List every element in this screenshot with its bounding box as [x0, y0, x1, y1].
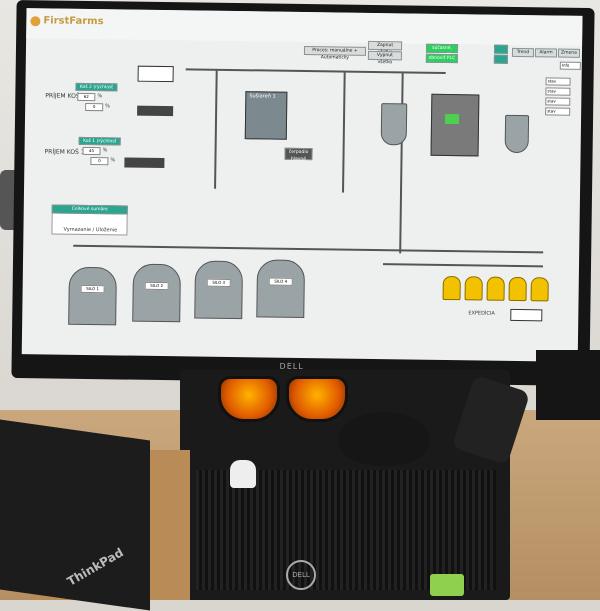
- pipe-vertical-1: [214, 70, 218, 189]
- intake-2-actual-unit: %: [105, 103, 110, 110]
- silo-1-tag: SILO 1: [80, 284, 105, 294]
- yellow-silo-3[interactable]: [486, 276, 505, 301]
- computer-mouse: [338, 412, 430, 466]
- pipe-vertical-3: [399, 73, 404, 254]
- cyclone-left: [380, 103, 408, 146]
- teal-indicator-1: [493, 44, 509, 54]
- info-box-footer[interactable]: Vymazanie / Uloženie: [63, 226, 118, 234]
- intake-1-label: PRÍJEM KOŠ 1: [44, 148, 85, 156]
- brand-name: FirstFarms: [43, 15, 104, 28]
- pipe-top: [185, 68, 446, 74]
- intake-1-actual: 0: [90, 157, 109, 166]
- pipe-mid: [73, 244, 544, 254]
- scada-screen: FirstFarms Proces: manuálne + Automatick…: [21, 8, 583, 362]
- hopper-1: [124, 147, 165, 169]
- alarm-button[interactable]: Alarm: [534, 48, 558, 58]
- grain-silo-4[interactable]: [256, 259, 306, 319]
- intake-1-speed[interactable]: 45: [82, 146, 101, 156]
- right-select-2[interactable]: stav: [545, 87, 571, 96]
- expedition-label: EXPEDÍCIA: [468, 310, 495, 317]
- mode-button[interactable]: Proces: manuálne + Automaticky: [303, 46, 367, 61]
- right-select-3[interactable]: stav: [545, 97, 571, 106]
- intake-1-actual-unit: %: [110, 157, 116, 164]
- intake-2-speed[interactable]: 62: [77, 92, 96, 102]
- header-bar: [26, 8, 583, 46]
- brand-logo: [30, 16, 41, 27]
- hopper-2: [137, 93, 174, 117]
- yellow-silo-1[interactable]: [442, 275, 461, 301]
- silo-3-tag: SILO 3: [206, 278, 231, 287]
- silo-2-tag: SILO 2: [144, 281, 169, 291]
- intake-1-speed-unit: %: [102, 147, 108, 154]
- dryer-panel-title: Sušiareň 1: [249, 93, 276, 100]
- dryer-machine[interactable]: [430, 93, 480, 157]
- truck-icon-right: [510, 308, 543, 322]
- yellow-silo-5[interactable]: [530, 277, 549, 302]
- teal-indicator-2: [493, 54, 508, 64]
- monitor: FirstFarms Proces: manuálne + Automatick…: [11, 0, 595, 387]
- grain-silo-2[interactable]: [132, 263, 181, 323]
- start-all-button[interactable]: Zapnut všetko: [368, 40, 403, 55]
- left-lens: [218, 376, 280, 422]
- usb-stick: [430, 574, 464, 596]
- tower-grille: [196, 470, 496, 590]
- status-on-button[interactable]: súčasné, zapnuté: [425, 43, 459, 58]
- right-laptop: [536, 350, 600, 420]
- info-box-title: Celkové sumáre: [51, 204, 128, 215]
- intake-2-actual: 0: [85, 102, 104, 112]
- intake-2-title: Koš 2 (rýchlosť %): [75, 82, 118, 97]
- right-select-1[interactable]: stav: [545, 77, 571, 86]
- white-cap: [230, 460, 256, 488]
- info-menu[interactable]: Info: [559, 61, 581, 70]
- pipe-low: [383, 263, 544, 268]
- plc-refresh-button[interactable]: obnoviť PLC: [425, 53, 458, 64]
- right-lens: [286, 376, 348, 422]
- sunglasses: [218, 366, 348, 422]
- pipe-vertical-2: [342, 72, 346, 193]
- pump-control-box[interactable]: čerpadlo hlavné: [284, 147, 313, 162]
- grain-silo-1[interactable]: [68, 266, 117, 326]
- trend-button[interactable]: Trend: [511, 47, 535, 58]
- intake-2-speed-unit: %: [97, 93, 103, 100]
- yellow-silo-2[interactable]: [464, 276, 483, 301]
- truck-icon: [137, 65, 174, 83]
- silo-4-tag: SILO 4: [268, 277, 293, 286]
- stop-all-button[interactable]: Vypnut všetko: [367, 50, 402, 65]
- tower-logo-icon: DELL: [286, 560, 316, 590]
- cyclone-right: [504, 114, 530, 154]
- dryer-indicator-green: [444, 113, 460, 125]
- right-select-4[interactable]: stav: [545, 107, 571, 116]
- intake-1-title: Koš 1 (rýchlosť %): [78, 136, 121, 151]
- change-button[interactable]: Zmena: [557, 48, 581, 58]
- yellow-silo-4[interactable]: [508, 276, 527, 302]
- grain-silo-3[interactable]: [194, 260, 244, 320]
